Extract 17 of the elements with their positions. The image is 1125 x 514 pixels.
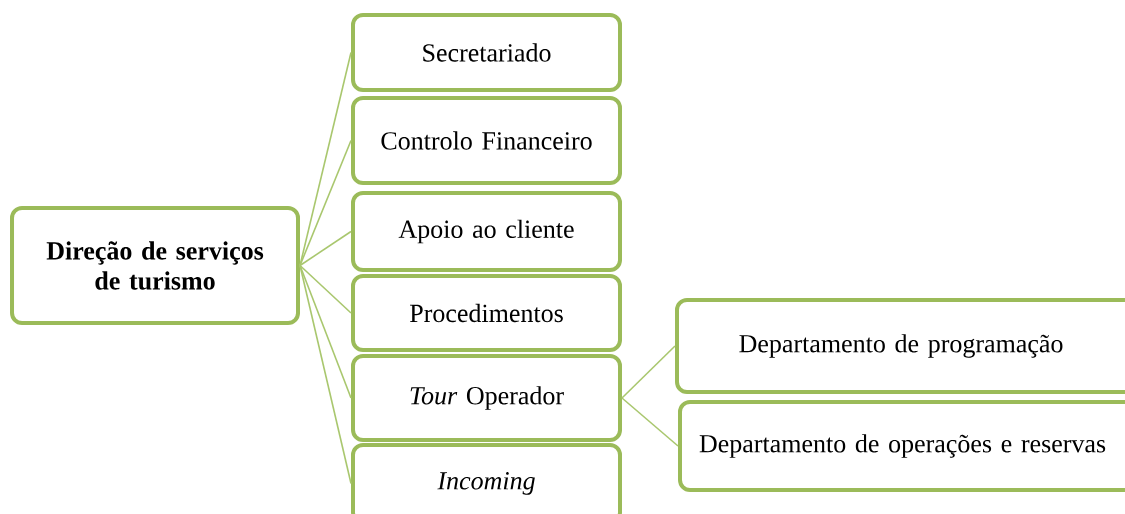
org-box: Tour Operador [351, 354, 622, 442]
connector-line [299, 264, 352, 314]
connector-line [621, 397, 679, 447]
connector-line [299, 264, 352, 399]
connector-line [299, 51, 352, 267]
connector-line [299, 264, 352, 485]
org-box: Controlo Financeiro [351, 96, 622, 185]
org-box: Departamento de programação [675, 298, 1125, 394]
org-box: Apoio ao cliente [351, 191, 622, 272]
org-box: Direção de serviços de turismo [10, 206, 300, 325]
org-box: Secretariado [351, 13, 622, 92]
org-box: Incoming [351, 443, 622, 514]
connector-line [299, 139, 352, 267]
org-box: Procedimentos [351, 274, 622, 352]
connector-line [299, 230, 352, 267]
org-box: Departamento de operações e reservas [678, 400, 1125, 492]
connector-line [621, 345, 676, 399]
